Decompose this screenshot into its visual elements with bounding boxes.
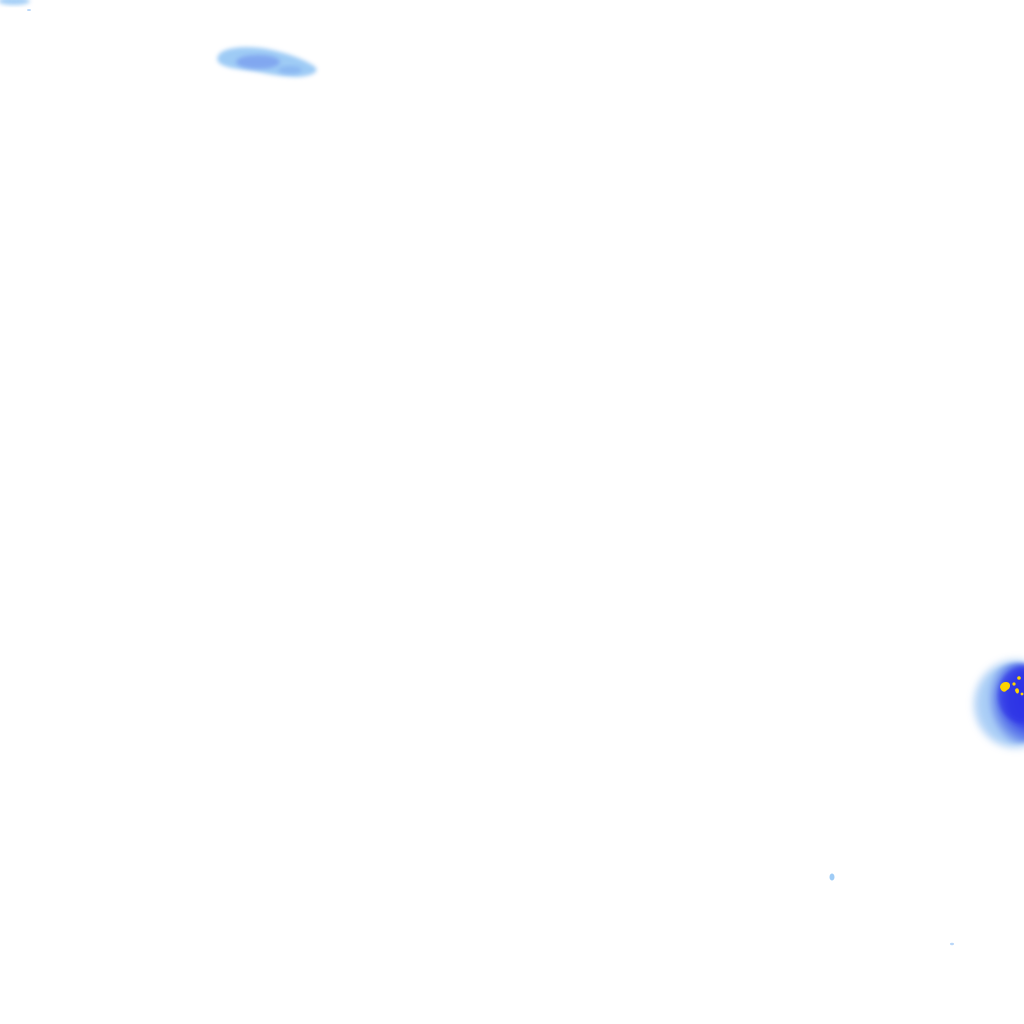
cell-top-left-corner	[0, 0, 31, 11]
storm-core	[1000, 676, 1024, 696]
speck-far-south-east	[950, 942, 954, 946]
speck-south-east	[829, 873, 835, 881]
cell-north-west-streak	[217, 47, 317, 77]
cell-east-storm	[974, 660, 1024, 748]
